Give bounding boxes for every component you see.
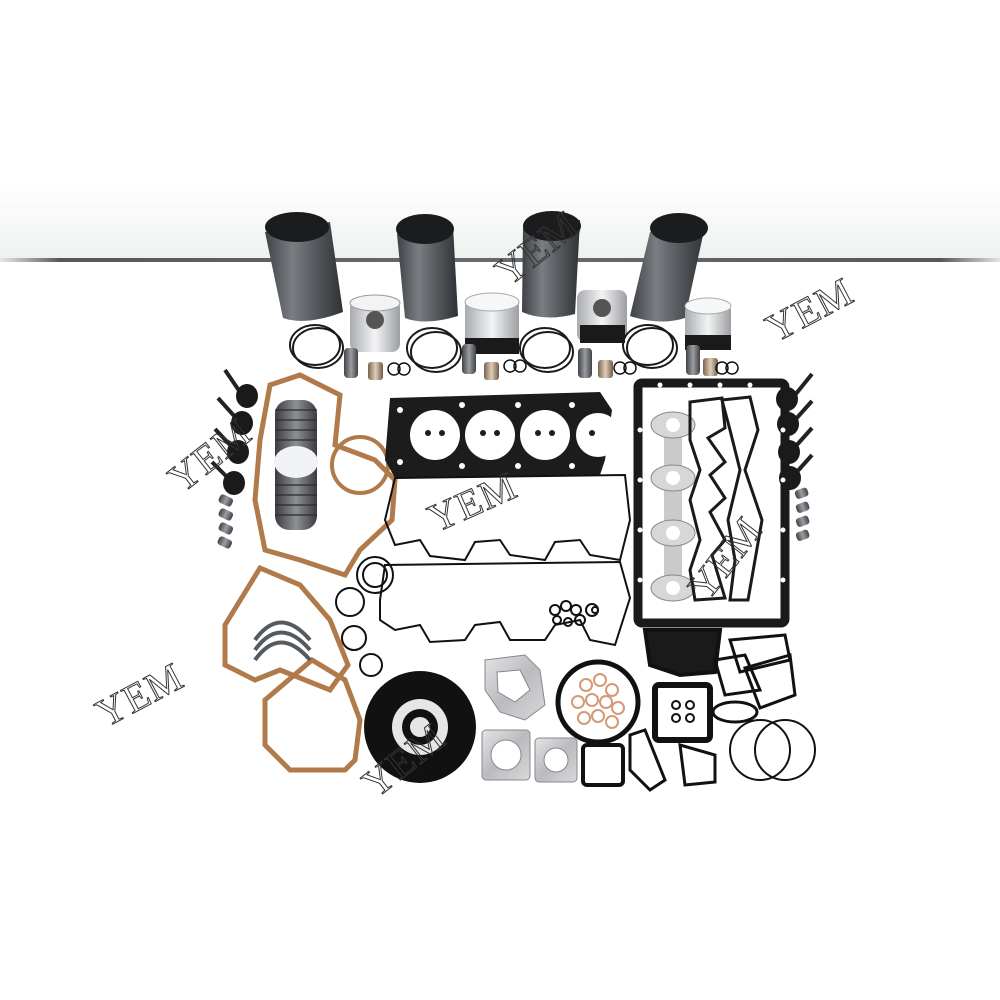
snap-rings — [387, 359, 739, 376]
misc-gasket-set — [628, 628, 816, 792]
piston-4 — [684, 297, 732, 350]
thrust-washers — [253, 620, 312, 662]
piston-pins — [344, 344, 700, 378]
oil-pan-gasket — [633, 378, 790, 628]
intake-manifold-gasket — [688, 395, 764, 602]
cylinder-liner-4 — [630, 213, 708, 322]
main-bearings — [274, 400, 318, 530]
backdrop — [0, 0, 1000, 262]
table-edge — [0, 258, 1000, 262]
cylinder-head-gasket — [385, 392, 620, 478]
piston-2 — [464, 292, 520, 354]
square-gasket — [581, 743, 625, 787]
crankshaft-seals — [364, 671, 476, 783]
valve-cover-gaskets — [379, 473, 632, 647]
piston-1 — [349, 294, 401, 352]
copper-washer-set — [555, 659, 641, 745]
exhaust-manifold-gasket — [650, 411, 696, 602]
valve-guides-left — [217, 494, 234, 549]
cylinder-liners — [265, 211, 708, 322]
cylinder-liner-2 — [396, 214, 458, 322]
piston-ring-sets — [289, 324, 678, 373]
pistons — [349, 290, 732, 354]
valve-guides-right — [794, 487, 810, 541]
small-end-bushings — [368, 358, 718, 380]
o-rings — [335, 556, 599, 677]
valves-left — [210, 368, 258, 549]
table-surface — [0, 262, 1000, 1000]
piston-3 — [577, 290, 627, 343]
cylinder-liner-3 — [522, 211, 581, 318]
cylinder-liner-1 — [265, 212, 343, 321]
